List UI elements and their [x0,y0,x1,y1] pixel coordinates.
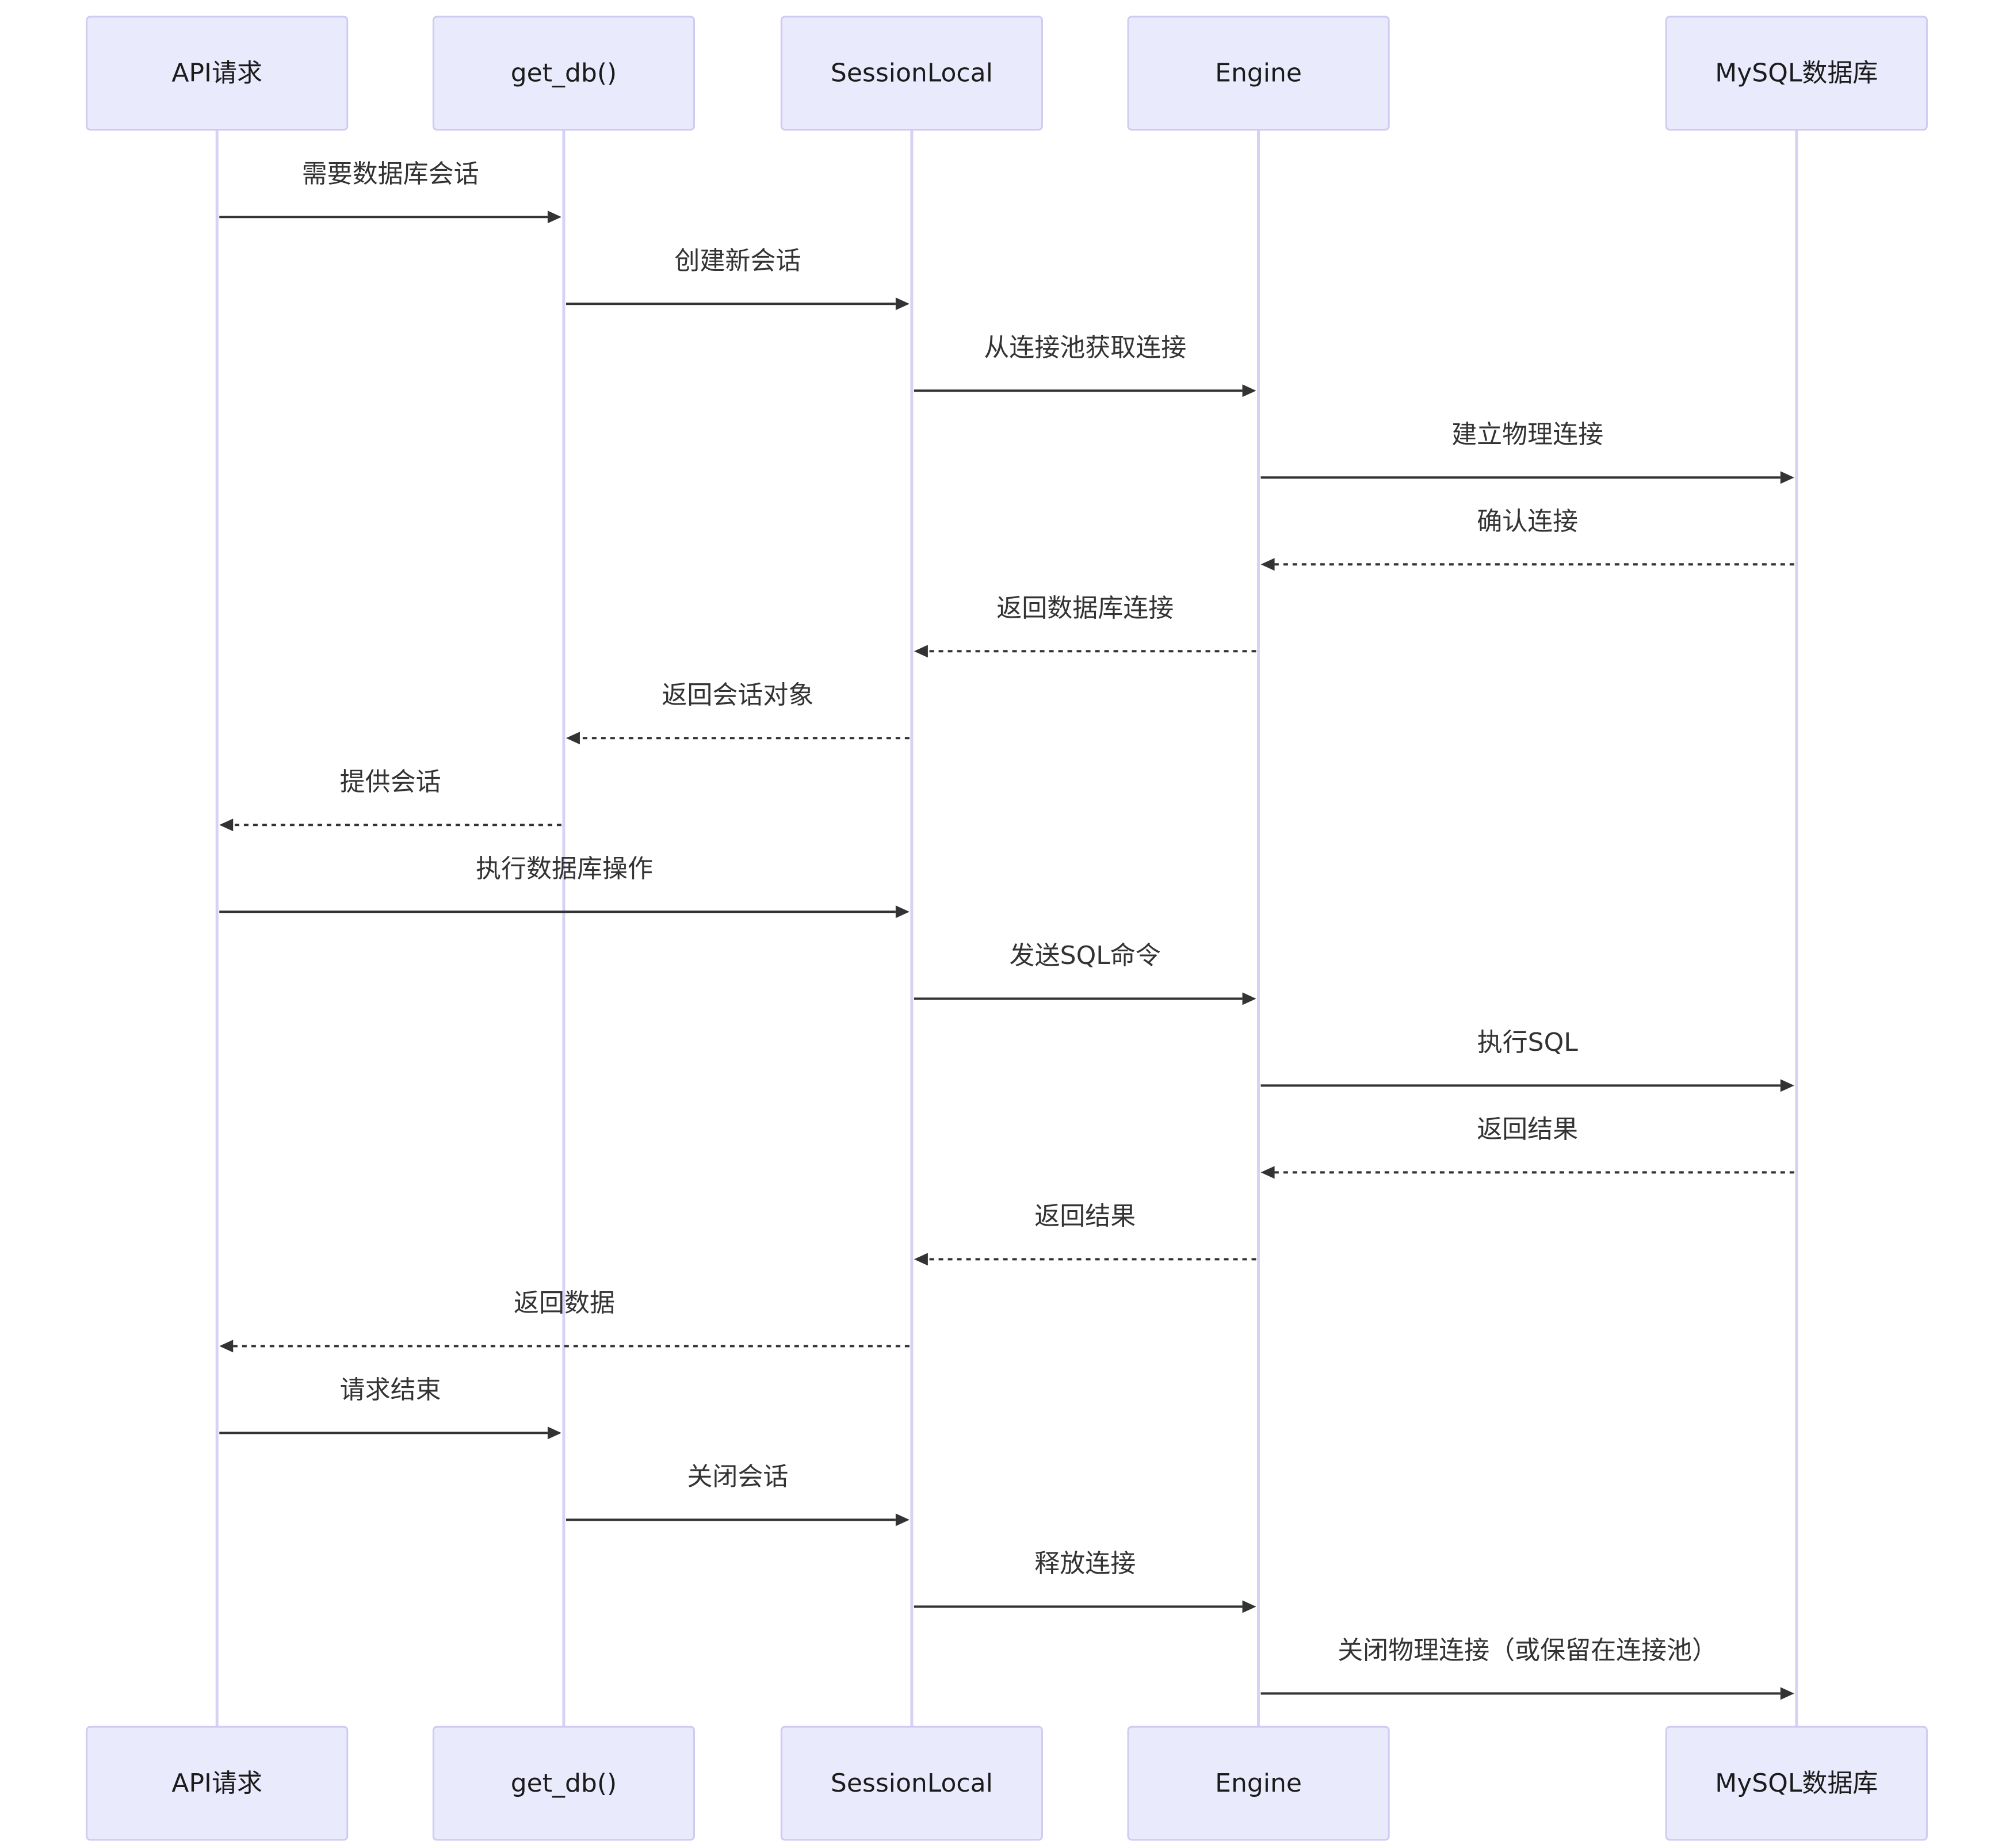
actor-box [1665,1725,1928,1841]
message-12: 返回结果 [1260,1115,1794,1179]
message-label: 从连接池获取连接 [984,333,1186,362]
actor-getdb-bottom: get_db() [432,1725,696,1841]
message-label: 确认连接 [1477,507,1578,536]
arrowhead-icon [1242,1600,1256,1613]
actor-label: API请求 [171,1769,262,1798]
messages: 需要数据库会话创建新会话从连接池获取连接建立物理连接确认连接返回数据库连接返回会… [219,159,1794,1700]
message-label: 创建新会话 [674,246,801,276]
actor-label: Engine [1215,59,1302,88]
message-13: 返回结果 [914,1202,1256,1266]
message-5: 确认连接 [1260,507,1794,571]
message-10: 发送SQL命令 [914,941,1256,1005]
arrowhead-icon [895,1513,910,1526]
message-8: 提供会话 [219,767,561,832]
actor-session-bottom: SessionLocal [780,1725,1043,1841]
message-11: 执行SQL [1260,1028,1794,1092]
message-label: 关闭会话 [687,1462,788,1491]
arrowhead-icon [914,645,928,658]
arrowhead-icon [219,1340,234,1353]
actor-engine-top: Engine [1127,16,1390,131]
message-16: 关闭会话 [566,1462,910,1526]
arrowhead-icon [219,818,234,832]
actor-label: Engine [1215,1769,1302,1798]
arrowhead-icon [1780,1079,1794,1092]
actor-label: get_db() [511,1769,617,1798]
actor-label: MySQL数据库 [1715,59,1878,88]
message-label: 返回数据 [514,1288,615,1318]
arrowhead-icon [1780,1687,1794,1700]
message-label: 执行数据库操作 [476,854,653,883]
actor-session-top: SessionLocal [780,16,1043,131]
message-label: 返回结果 [1477,1115,1578,1144]
message-4: 建立物理连接 [1260,420,1794,484]
actor-box [780,16,1043,131]
actor-engine-bottom: Engine [1127,1725,1390,1841]
message-15: 请求结束 [219,1375,561,1440]
actor-label: SessionLocal [831,59,993,88]
message-label: 关闭物理连接（或保留在连接池） [1338,1636,1717,1665]
actor-label: get_db() [511,59,617,88]
actor-box [86,1725,349,1841]
arrowhead-icon [1242,992,1256,1005]
actor-box [432,1725,696,1841]
actor-label: MySQL数据库 [1715,1769,1878,1798]
arrowhead-icon [547,1426,561,1440]
message-label: 提供会话 [340,767,441,797]
lifelines [215,129,1798,1727]
message-1: 需要数据库会话 [219,159,561,224]
actor-box [86,16,349,131]
message-2: 创建新会话 [566,246,910,311]
message-label: 执行SQL [1477,1028,1579,1057]
actor-label: SessionLocal [831,1769,993,1798]
actor-api-bottom: API请求 [86,1725,349,1841]
message-7: 返回会话对象 [566,680,910,745]
actor-mysql-bottom: MySQL数据库 [1665,1725,1928,1841]
message-18: 关闭物理连接（或保留在连接池） [1260,1636,1794,1700]
arrowhead-icon [1260,558,1275,571]
message-label: 发送SQL命令 [1010,941,1161,970]
message-3: 从连接池获取连接 [914,333,1256,397]
message-17: 释放连接 [914,1549,1256,1613]
actor-box [1665,16,1928,131]
arrowhead-icon [914,1253,928,1266]
message-label: 返回结果 [1034,1202,1136,1231]
arrowhead-icon [566,732,580,745]
message-label: 请求结束 [340,1375,441,1405]
actor-box [1127,16,1390,131]
actor-box [432,16,696,131]
message-6: 返回数据库连接 [914,594,1256,658]
actor-label: API请求 [171,59,262,88]
arrowhead-icon [547,211,561,224]
actor-api-top: API请求 [86,16,349,131]
message-label: 返回数据库连接 [996,594,1174,623]
actor-box [780,1725,1043,1841]
actor-mysql-top: MySQL数据库 [1665,16,1928,131]
message-14: 返回数据 [219,1288,910,1353]
message-label: 需要数据库会话 [302,159,479,189]
message-label: 建立物理连接 [1451,420,1603,449]
actor-box [1127,1725,1390,1841]
arrowhead-icon [1780,471,1794,484]
arrowhead-icon [895,905,910,919]
arrowhead-icon [895,297,910,311]
arrowhead-icon [1242,384,1256,397]
message-9: 执行数据库操作 [219,854,910,919]
message-label: 释放连接 [1034,1549,1136,1578]
arrowhead-icon [1260,1166,1275,1179]
actor-getdb-top: get_db() [432,16,696,131]
message-label: 返回会话对象 [662,680,813,710]
